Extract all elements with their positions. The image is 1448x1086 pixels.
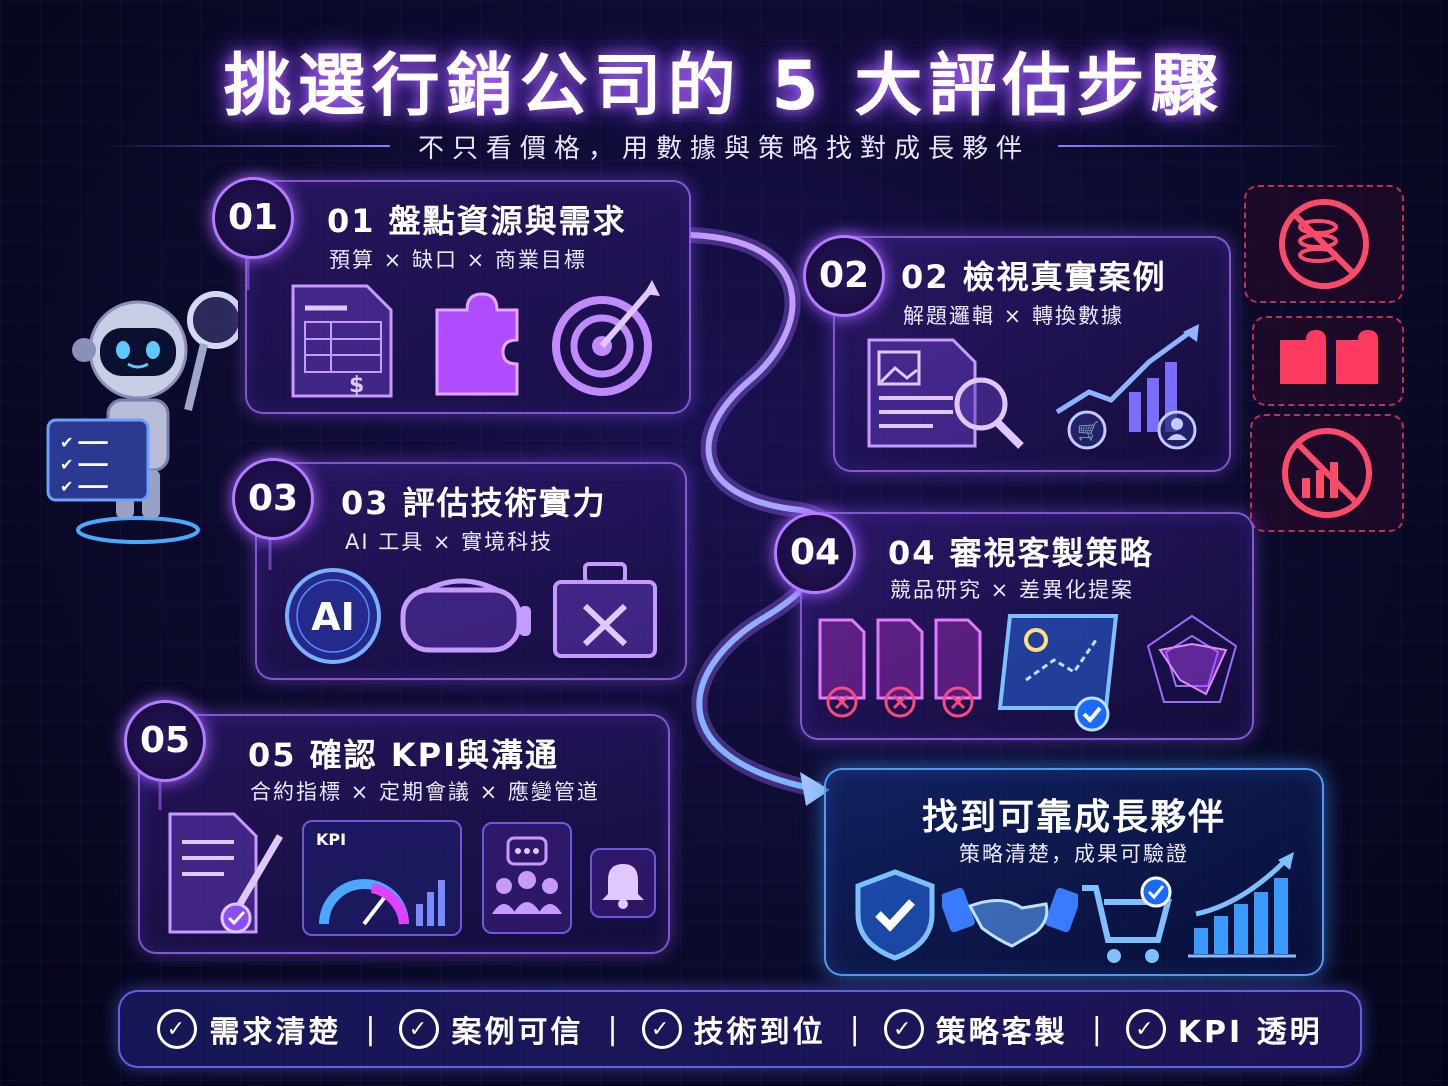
ai-globe-icon: AI <box>285 568 381 664</box>
checklist-item: ✓需求清楚 <box>157 1007 341 1051</box>
step-subtitle: 預算 × 缺口 × 商業目標 <box>329 248 587 272</box>
result-title: 找到可靠成長夥伴 <box>921 797 1226 838</box>
contract-sign-icon <box>168 812 284 934</box>
bell-icon <box>602 864 644 909</box>
robot-mascot-icon: ✔ ━━━ ✔ ━━━ ✔ ━━━ <box>46 291 238 544</box>
svg-text:AI: AI <box>311 595 355 639</box>
step-badge-02: 02 <box>803 235 885 317</box>
result-card: 找到可靠成長夥伴 策略清楚，成果可驗證 <box>824 768 1324 976</box>
step-subtitle: 競品研究 × 差異化提案 <box>890 578 1134 602</box>
step-card-04: 04 審視客製策略 競品研究 × 差異化提案 <box>800 512 1254 740</box>
growth-bars-icon <box>1188 852 1296 958</box>
no-growth-chart-icon <box>1282 428 1372 518</box>
custom-strategy-plan-icon <box>997 614 1119 732</box>
step-badge-01: 01 <box>212 177 294 259</box>
puzzle-icon <box>435 292 519 396</box>
budget-spreadsheet-icon: $ <box>291 284 393 398</box>
page-subtitle: 不只看價格，用數據與策略找對成長夥伴 <box>417 134 1030 164</box>
kpi-gauge-icon <box>319 879 445 926</box>
path-arrowhead <box>800 772 830 806</box>
toolbox-icon <box>553 562 657 658</box>
case-study-document-icon <box>867 338 1024 449</box>
subtitle-line-left <box>100 145 390 147</box>
svg-text:✔ ━━━: ✔ ━━━ <box>60 455 108 474</box>
meeting-people-icon <box>492 836 562 914</box>
step-card-03: 03 評估技術實力 AI 工具 × 實境科技 AI <box>255 462 687 680</box>
alert-panel <box>590 848 656 918</box>
step-title: 02 檢視真實案例 <box>901 258 1167 296</box>
check-circle-icon: ✓ <box>641 1009 682 1049</box>
step-title: 04 審視客製策略 <box>888 534 1154 572</box>
target-icon <box>552 280 660 396</box>
handshake-icon <box>942 887 1078 948</box>
mismatch-puzzle-warning <box>1252 316 1404 406</box>
checklist-separator: | <box>607 1011 618 1047</box>
shopping-cart-check-icon <box>1082 876 1172 963</box>
step-badge-04: 04 <box>774 512 856 594</box>
step-subtitle: 合約指標 × 定期會議 × 應變管道 <box>250 780 600 804</box>
check-circle-icon: ✓ <box>883 1009 924 1049</box>
step-subtitle: AI 工具 × 實境科技 <box>345 530 554 554</box>
no-growth-warning <box>1250 414 1404 532</box>
check-circle-icon: ✓ <box>1125 1009 1166 1049</box>
step-card-05: 05 確認 KPI與溝通 合約指標 × 定期會議 × 應變管道 KPI <box>138 714 670 954</box>
svg-text:🛒: 🛒 <box>1077 420 1099 442</box>
step-card-02: 02 檢視真實案例 解題邏輯 × 轉換數據 🛒 <box>833 236 1231 472</box>
step-title: 01 盤點資源與需求 <box>327 202 627 240</box>
checklist-item: ✓策略客製 <box>883 1007 1068 1051</box>
summary-checklist-bar: ✓需求清楚 | ✓案例可信 | ✓技術到位 | ✓策略客製 | ✓KPI 透明 <box>118 990 1362 1068</box>
checklist-item: ✓案例可信 <box>399 1007 583 1051</box>
growth-chart-icon: 🛒 <box>1055 324 1199 450</box>
step-badge-05: 05 <box>124 700 206 782</box>
no-coins-icon <box>1279 199 1369 289</box>
step-title: 03 評估技術實力 <box>341 484 607 522</box>
step-subtitle: 解題邏輯 × 轉換數據 <box>903 304 1124 328</box>
rejected-documents-icon <box>818 618 982 718</box>
checklist-separator: | <box>365 1011 376 1047</box>
kpi-dashboard-label: KPI <box>316 830 347 849</box>
checklist-item: ✓KPI 透明 <box>1125 1007 1323 1051</box>
shield-check-icon <box>855 869 935 961</box>
check-circle-icon: ✓ <box>399 1009 440 1049</box>
svg-text:✔ ━━━: ✔ ━━━ <box>60 477 108 496</box>
svg-text:✔ ━━━: ✔ ━━━ <box>60 433 108 452</box>
subtitle-line-right <box>1058 145 1348 147</box>
check-circle-icon: ✓ <box>157 1009 198 1049</box>
meeting-panel <box>482 822 572 934</box>
kpi-dashboard-panel: KPI <box>302 820 462 936</box>
step-card-01: 01 盤點資源與需求 預算 × 缺口 × 商業目標 $ <box>245 180 691 414</box>
broken-puzzle-icon <box>1280 330 1378 384</box>
page-title: 挑選行銷公司的 5 大評估步驟 <box>223 47 1225 126</box>
no-cheap-price-warning <box>1244 185 1404 303</box>
step-title: 05 確認 KPI與溝通 <box>248 736 559 774</box>
radar-chart-icon <box>1146 614 1238 703</box>
vr-headset-icon <box>400 578 531 653</box>
result-subtitle: 策略清楚，成果可驗證 <box>959 842 1189 866</box>
checklist-separator: | <box>1091 1011 1102 1047</box>
svg-text:$: $ <box>349 373 364 398</box>
step-badge-03: 03 <box>232 458 314 540</box>
checklist-separator: | <box>849 1011 860 1047</box>
checklist-item: ✓技術到位 <box>641 1007 826 1051</box>
